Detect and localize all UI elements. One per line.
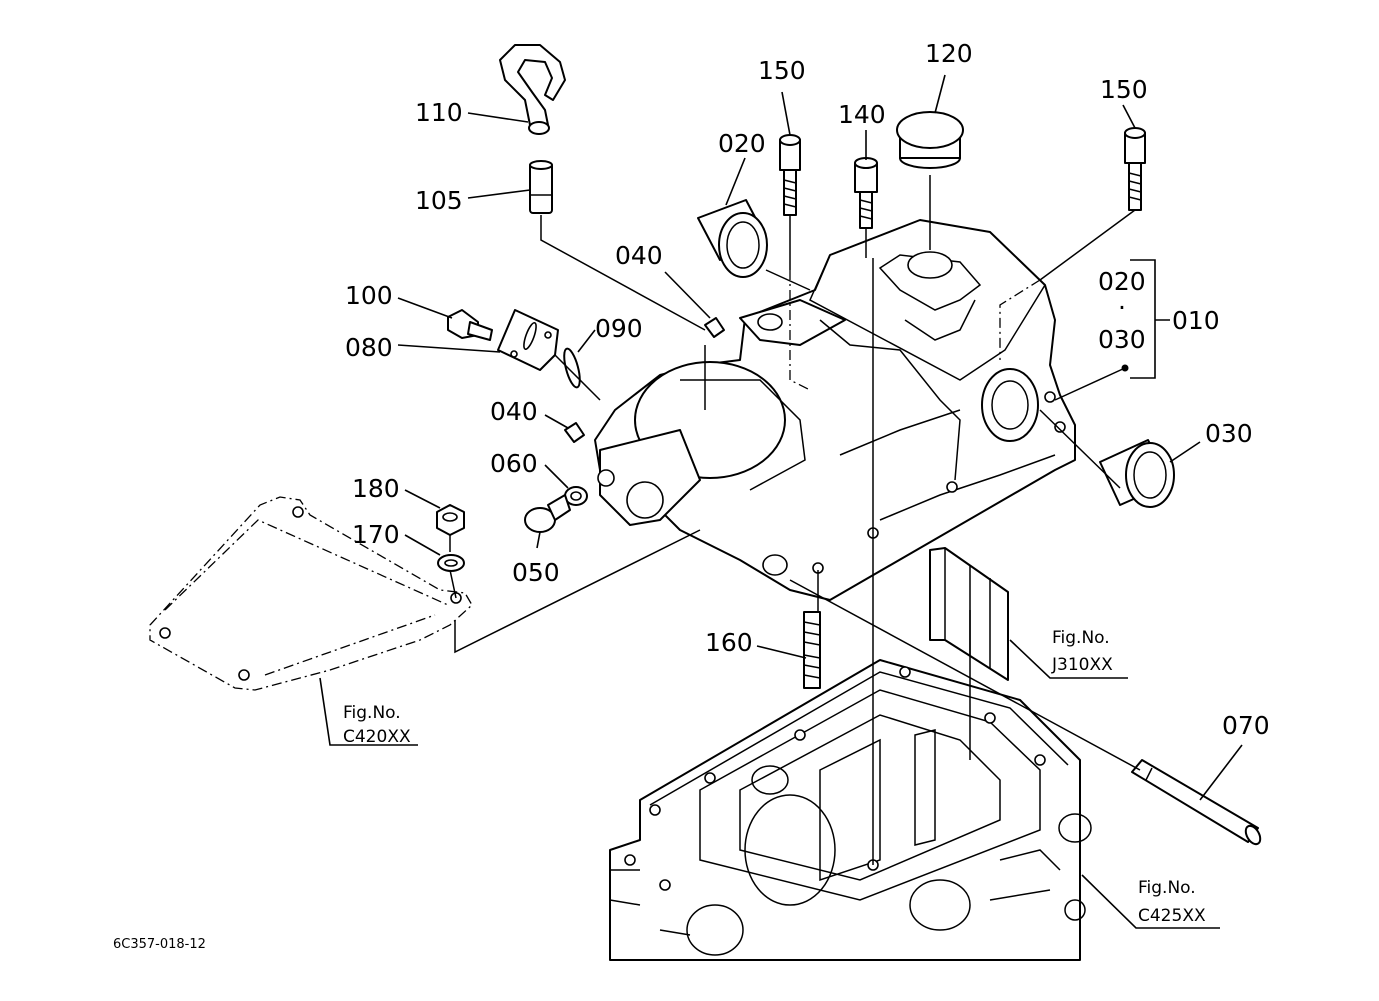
- label-100: 100: [345, 281, 393, 310]
- label-110: 110: [415, 98, 463, 127]
- label-020-upper: 020: [718, 129, 766, 158]
- label-020-group: 020: [1098, 267, 1146, 296]
- label-080: 080: [345, 333, 393, 362]
- label-090: 090: [595, 314, 643, 343]
- bolt-140-drawing: [854, 157, 878, 229]
- part-number-labels: 110 105 150 140 120 150 020 040 100 080 …: [345, 39, 1270, 740]
- ref-j310-number: J310XX: [1051, 655, 1113, 675]
- hydraulic-cover-drawing: [594, 219, 1076, 601]
- label-160: 160: [705, 628, 753, 657]
- stud-160-drawing: [803, 611, 821, 689]
- label-010: 010: [1172, 306, 1220, 335]
- ref-c425-prefix: Fig.No.: [1138, 878, 1196, 898]
- leader-lines: [319, 74, 1243, 929]
- label-group-dot: ·: [1118, 293, 1126, 322]
- ref-c420-prefix: Fig.No.: [343, 703, 401, 723]
- label-030: 030: [1205, 419, 1253, 448]
- plug-120-drawing: [896, 111, 964, 169]
- label-150-right: 150: [1100, 75, 1148, 104]
- gasket-plate-drawing: [149, 496, 473, 691]
- label-040-upper: 040: [615, 241, 663, 270]
- label-070: 070: [1222, 711, 1270, 740]
- ref-j310-prefix: Fig.No.: [1052, 628, 1110, 648]
- label-060: 060: [490, 449, 538, 478]
- oring-090-drawing: [563, 347, 581, 389]
- drawing-code: 6C357-018-12: [113, 937, 206, 952]
- label-150-left: 150: [758, 56, 806, 85]
- washer-060-drawing: [564, 486, 588, 506]
- label-140: 140: [838, 100, 886, 129]
- sleeve-105-drawing: [529, 160, 553, 214]
- bolt-150-left-drawing: [779, 134, 801, 216]
- pin-070-drawing: [1131, 759, 1262, 846]
- duct-plate-drawing: [929, 547, 1009, 681]
- washer-170-drawing: [437, 554, 465, 572]
- ref-c420-number: C420XX: [343, 727, 411, 747]
- label-040-lower: 040: [490, 397, 538, 426]
- figure-references: Fig.No. C420XX Fig.No. J310XX Fig.No. C4…: [343, 628, 1206, 926]
- nut-180-drawing: [436, 504, 465, 536]
- label-120: 120: [925, 39, 973, 68]
- bushing-020-drawing: [697, 199, 768, 278]
- hook-110-drawing: [499, 44, 566, 135]
- label-105: 105: [415, 186, 463, 215]
- transmission-case-drawing: [609, 659, 1092, 961]
- ref-c425-number: C425XX: [1138, 906, 1206, 926]
- bolt-150-right-drawing: [1124, 127, 1146, 211]
- label-050: 050: [512, 558, 560, 587]
- bolt-100-drawing: [447, 309, 493, 341]
- alignment-lines: [449, 175, 1141, 865]
- plate-080-drawing: [497, 309, 559, 371]
- screw-040-lower-drawing: [564, 422, 585, 443]
- screw-040-upper-drawing: [704, 317, 725, 338]
- label-170: 170: [352, 520, 400, 549]
- label-030-group: 030: [1098, 325, 1146, 354]
- plug-050-drawing: [524, 494, 571, 533]
- label-180: 180: [352, 474, 400, 503]
- bushing-030-drawing: [1099, 439, 1175, 508]
